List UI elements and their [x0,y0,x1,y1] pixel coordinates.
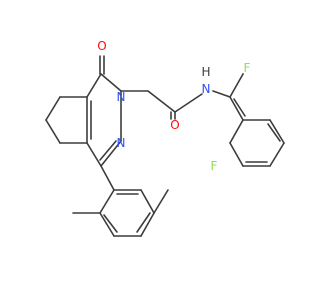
molecule-structure: O O N N N H F F [45,39,285,237]
oxygen-atom-ring-carbonyl: O [97,39,106,53]
cyclohexane-ring [45,96,88,144]
pyridazinone-ring [86,55,122,167]
hydrogen-atom-amide: H [201,65,210,79]
dimethylphenyl-ring [72,165,169,237]
nitrogen-atom-ring-2: N [117,136,126,150]
structure-canvas: O O N N N H F F [45,39,285,237]
oxygen-atom-amide: O [170,118,179,132]
acetamide-linker [120,90,203,120]
nitrogen-atom-amide: N [202,82,211,96]
nitrogen-atom-ring-1: N [117,90,126,104]
fluorine-atom-top: F [244,61,251,75]
atom-labels: O O N N N H F F [97,39,250,173]
difluorophenyl-ring [212,73,285,167]
fluorine-atom-bottom: F [211,159,218,173]
